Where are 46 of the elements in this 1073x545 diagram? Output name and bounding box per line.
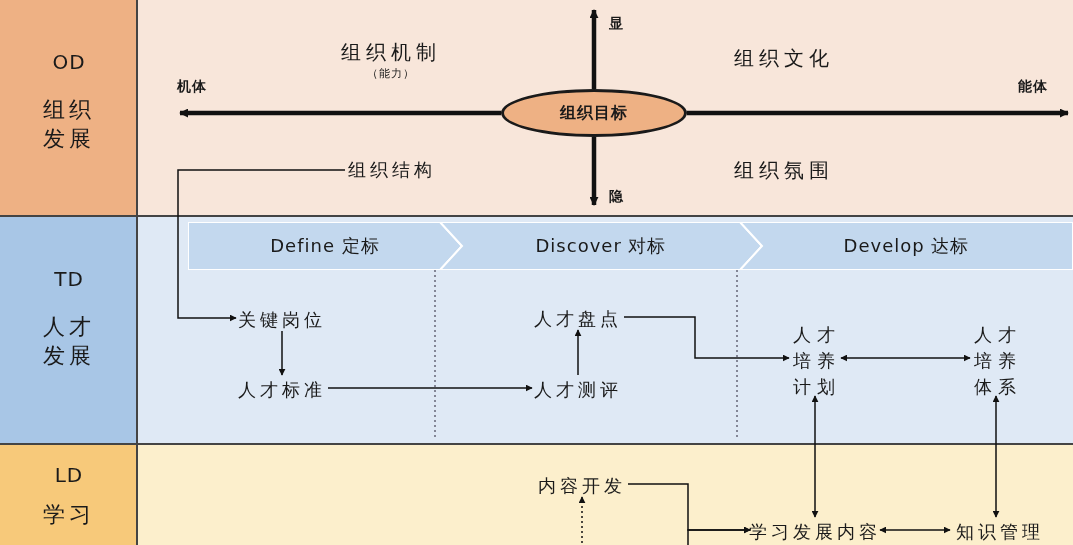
quadrant-label: 组织氛围 — [734, 156, 834, 184]
goal-ellipse: 组织目标 — [501, 89, 687, 137]
process-label: 人才盘点 — [532, 306, 624, 332]
arrow — [687, 108, 1069, 118]
phase-title: Develop 达标 — [843, 234, 970, 258]
arrow — [179, 108, 501, 118]
arrow — [687, 526, 751, 545]
arrow — [840, 354, 971, 362]
arrow — [811, 395, 819, 518]
swimlane — [0, 0, 1073, 215]
arrow — [992, 395, 1000, 518]
axis-label: 显 — [604, 13, 628, 35]
swimlane — [0, 443, 1073, 545]
process-label: 学习发展内容 — [750, 519, 880, 545]
lane-code: LD — [53, 462, 85, 488]
arrow — [177, 169, 346, 322]
phase-title: Define 定标 — [270, 234, 380, 258]
arrow — [278, 330, 286, 376]
axis-label: 能体 — [1013, 76, 1053, 98]
arrow — [589, 9, 599, 89]
process-label: 人才培养体系 — [970, 322, 1022, 398]
swimlane — [0, 215, 1073, 443]
quadrant-label: 组织机制 — [341, 38, 441, 66]
axis-label: 隐 — [604, 186, 628, 208]
quadrant-note: （能力） — [367, 65, 415, 81]
process-label: 人才测评 — [532, 377, 624, 403]
arrow — [879, 526, 951, 534]
lane-code: TD — [53, 266, 85, 292]
lane-title: 学习 — [42, 500, 96, 529]
process-label: 人才培养计划 — [789, 322, 841, 398]
axis-label: 机体 — [172, 76, 212, 98]
process-label: 知识管理 — [950, 519, 1050, 545]
phase-title: Discover 对标 — [535, 234, 667, 258]
lane-title: 人才发展 — [42, 313, 96, 370]
arrow — [589, 137, 599, 206]
lane-code: OD — [51, 49, 87, 75]
process-label: 内容开发 — [536, 473, 628, 499]
arrow — [574, 329, 582, 376]
process-label: 人才标准 — [236, 377, 328, 403]
process-label: 组织结构 — [345, 156, 439, 184]
dotted-arrow — [578, 496, 586, 545]
process-label: 关键岗位 — [236, 307, 328, 333]
arrow — [327, 384, 533, 392]
lane-title: 组织发展 — [42, 96, 96, 153]
quadrant-label: 组织文化 — [734, 44, 834, 72]
arrow — [623, 316, 790, 362]
